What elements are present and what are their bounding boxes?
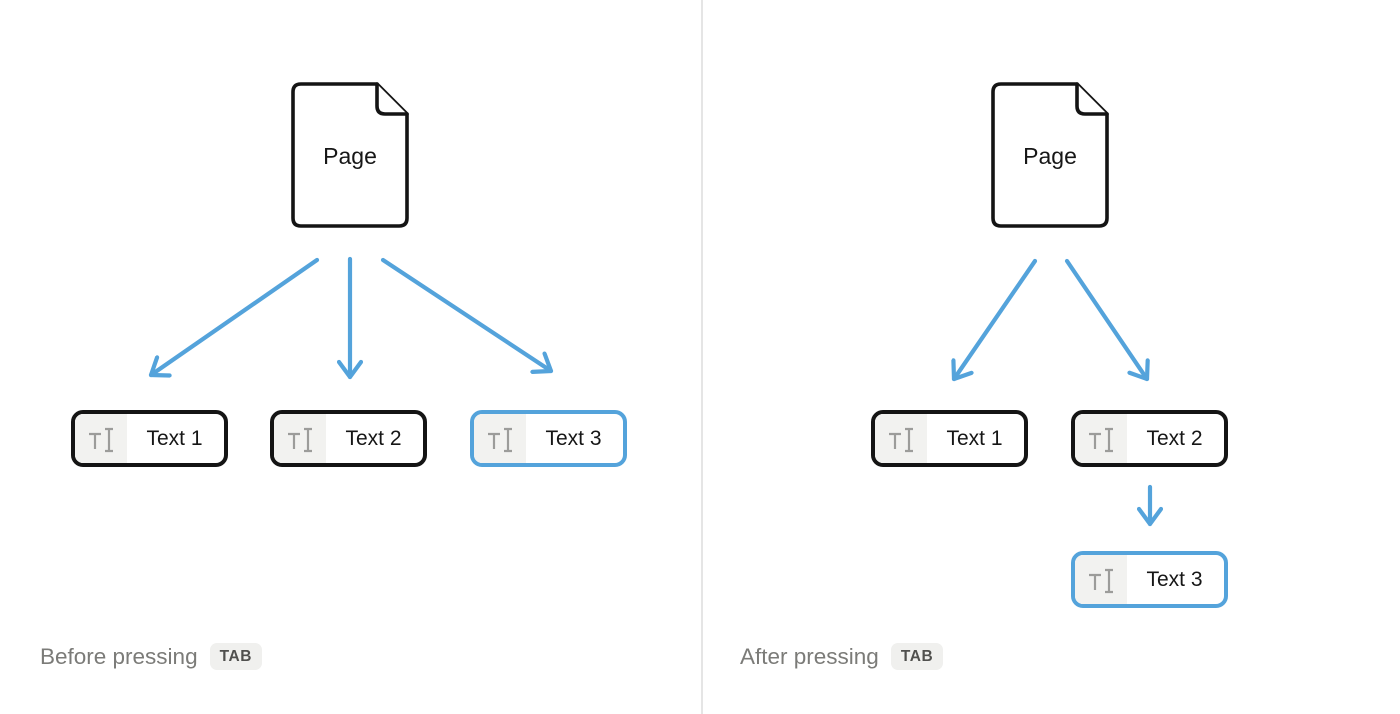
document-page-icon bbox=[291, 82, 409, 228]
text-block-label: Text 3 bbox=[545, 426, 602, 450]
page-fold-corner-icon bbox=[375, 82, 409, 116]
page-fold-corner-icon bbox=[1075, 82, 1109, 116]
page-icon-before: Page bbox=[291, 82, 409, 228]
text-cursor-icon bbox=[1089, 427, 1113, 452]
text-block-icon-cell bbox=[1075, 414, 1127, 463]
text-block-label: Text 3 bbox=[1146, 567, 1203, 591]
arrow-page-to-text1-after bbox=[954, 258, 1038, 382]
text-block-3-after-highlighted: Text 3 bbox=[1071, 551, 1228, 608]
tab-key-badge: TAB bbox=[209, 642, 263, 671]
text-block-icon-cell bbox=[875, 414, 927, 463]
text-cursor-icon bbox=[288, 427, 312, 452]
arrow-page-to-text2-after bbox=[1064, 258, 1147, 382]
text-cursor-icon bbox=[488, 427, 512, 452]
arrow-page-to-text1-before bbox=[148, 257, 320, 375]
text-block-1-before: Text 1 bbox=[71, 410, 228, 467]
text-block-label: Text 2 bbox=[345, 426, 402, 450]
text-cursor-icon bbox=[889, 427, 913, 452]
page-title-before: Page bbox=[323, 143, 377, 169]
text-block-1-after: Text 1 bbox=[871, 410, 1028, 467]
text-cursor-icon bbox=[1089, 568, 1113, 593]
text-block-icon-cell bbox=[274, 414, 326, 463]
text-block-label: Text 1 bbox=[146, 426, 203, 450]
document-page-icon bbox=[991, 82, 1109, 228]
panel-divider bbox=[701, 0, 703, 714]
text-block-label: Text 1 bbox=[946, 426, 1003, 450]
text-block-icon-cell bbox=[75, 414, 127, 463]
text-cursor-icon bbox=[89, 427, 113, 452]
caption-before: Before pressing TAB bbox=[40, 640, 263, 673]
arrow-page-to-text3-before bbox=[380, 257, 554, 371]
caption-text: After pressing bbox=[740, 644, 879, 669]
page-icon-after: Page bbox=[991, 82, 1109, 228]
text-block-label: Text 2 bbox=[1146, 426, 1203, 450]
text-block-2-after: Text 2 bbox=[1071, 410, 1228, 467]
caption-text: Before pressing bbox=[40, 644, 198, 669]
text-block-icon-cell bbox=[1075, 555, 1127, 604]
text-block-icon-cell bbox=[474, 414, 526, 463]
text-block-3-before-highlighted: Text 3 bbox=[470, 410, 627, 467]
page-title-after: Page bbox=[1023, 143, 1077, 169]
caption-after: After pressing TAB bbox=[740, 640, 944, 673]
text-block-2-before: Text 2 bbox=[270, 410, 427, 467]
tab-key-badge: TAB bbox=[890, 642, 944, 671]
